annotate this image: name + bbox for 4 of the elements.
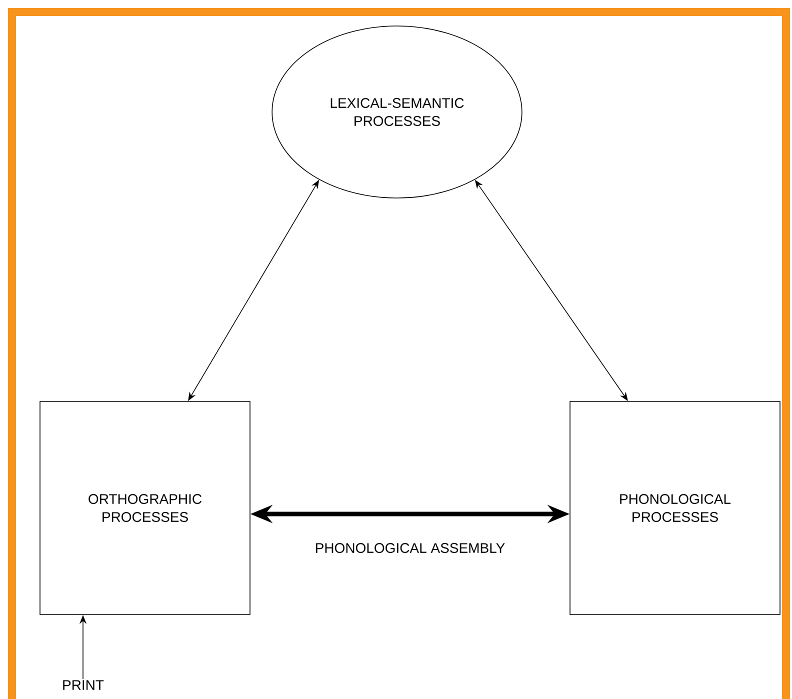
edge-label: PHONOLOGICAL ASSEMBLY (312, 541, 508, 555)
process-box: ORTHOGRAPHIC PROCESSES (40, 401, 250, 615)
input-label: PRINT (63, 680, 104, 690)
process-box: PHONOLOGICAL PROCESSES (570, 401, 780, 615)
